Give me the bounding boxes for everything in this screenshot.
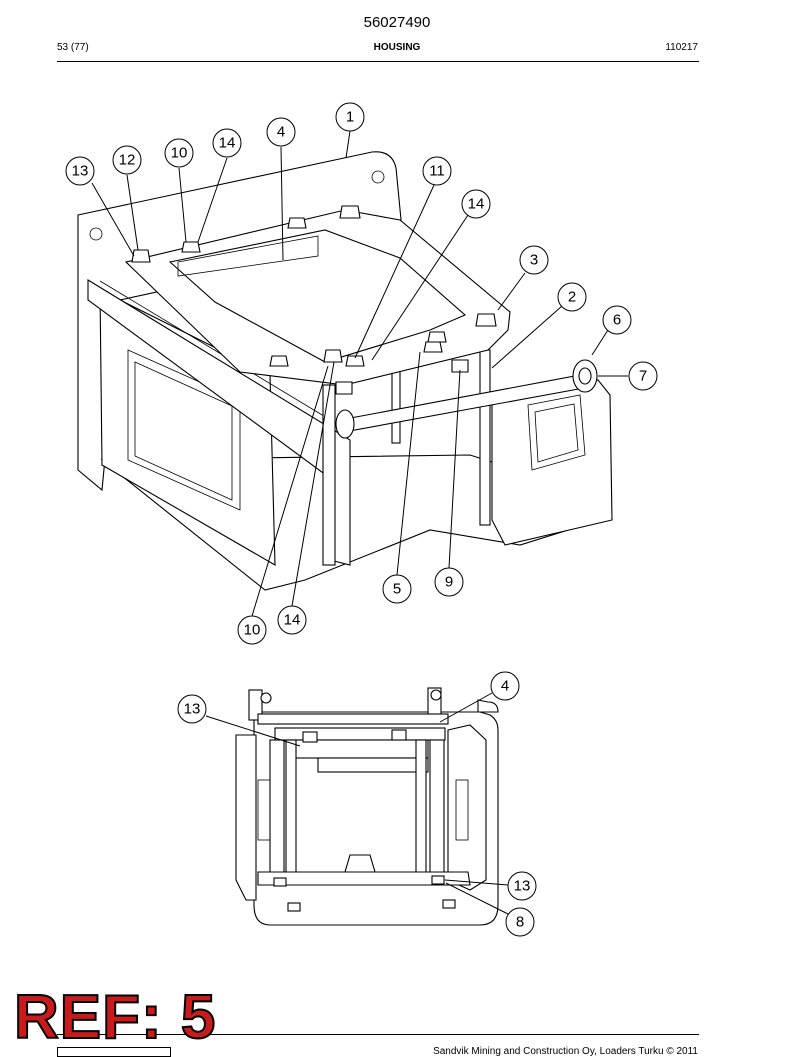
ref-overlay-label: REF: 5 bbox=[13, 982, 217, 1053]
svg-text:7: 7 bbox=[639, 368, 647, 385]
footer-divider bbox=[57, 1034, 699, 1035]
svg-text:2: 2 bbox=[568, 289, 576, 306]
callout-7: 7 bbox=[628, 361, 658, 391]
svg-text:14: 14 bbox=[284, 612, 301, 629]
callout-11: 11 bbox=[422, 156, 452, 186]
svg-text:6: 6 bbox=[613, 312, 621, 329]
callout-4: 4 bbox=[266, 117, 296, 147]
callout-small-8: 8 bbox=[505, 907, 535, 937]
callout-small-13b: 13 bbox=[507, 871, 537, 901]
svg-text:13: 13 bbox=[184, 701, 201, 718]
callout-9: 9 bbox=[434, 567, 464, 597]
callout-2: 2 bbox=[557, 282, 587, 312]
callout-13: 13 bbox=[65, 156, 95, 186]
callout-12: 12 bbox=[112, 145, 142, 175]
page-number: 53 (77) bbox=[57, 42, 89, 53]
small-housing-drawing bbox=[205, 687, 509, 926]
callout-5: 5 bbox=[382, 574, 412, 604]
svg-text:8: 8 bbox=[516, 914, 524, 931]
document-code: 56027490 bbox=[363, 14, 431, 31]
callout-3: 3 bbox=[519, 245, 549, 275]
callout-10b: 10 bbox=[237, 615, 267, 645]
svg-text:13: 13 bbox=[72, 163, 89, 180]
header-divider bbox=[57, 61, 699, 62]
svg-text:4: 4 bbox=[501, 678, 509, 695]
svg-text:1: 1 bbox=[346, 109, 354, 126]
svg-text:9: 9 bbox=[445, 574, 453, 591]
callout-1: 1 bbox=[335, 102, 365, 132]
main-housing-drawing bbox=[77, 130, 628, 617]
svg-text:10: 10 bbox=[171, 145, 188, 162]
copyright-text: Sandvik Mining and Construction Oy, Load… bbox=[433, 1046, 698, 1057]
callout-10: 10 bbox=[164, 138, 194, 168]
callout-14c: 14 bbox=[277, 605, 307, 635]
svg-text:14: 14 bbox=[219, 135, 236, 152]
callout-balloons: 1 4 14 10 12 13 11 14 3 2 6 7 9 5 14 10 … bbox=[65, 102, 658, 937]
callout-6: 6 bbox=[602, 305, 632, 335]
date-code: 110217 bbox=[665, 42, 698, 53]
callout-14b: 14 bbox=[461, 189, 491, 219]
callout-small-4: 4 bbox=[490, 671, 520, 701]
svg-text:5: 5 bbox=[393, 581, 401, 598]
svg-text:14: 14 bbox=[468, 196, 485, 213]
svg-text:4: 4 bbox=[277, 124, 285, 141]
svg-text:3: 3 bbox=[530, 252, 538, 269]
svg-text:13: 13 bbox=[514, 878, 531, 895]
svg-text:10: 10 bbox=[244, 622, 261, 639]
callout-14: 14 bbox=[212, 128, 242, 158]
svg-text:12: 12 bbox=[119, 152, 136, 169]
callout-small-13: 13 bbox=[177, 694, 207, 724]
section-title: HOUSING bbox=[373, 42, 421, 53]
svg-text:11: 11 bbox=[429, 163, 445, 180]
